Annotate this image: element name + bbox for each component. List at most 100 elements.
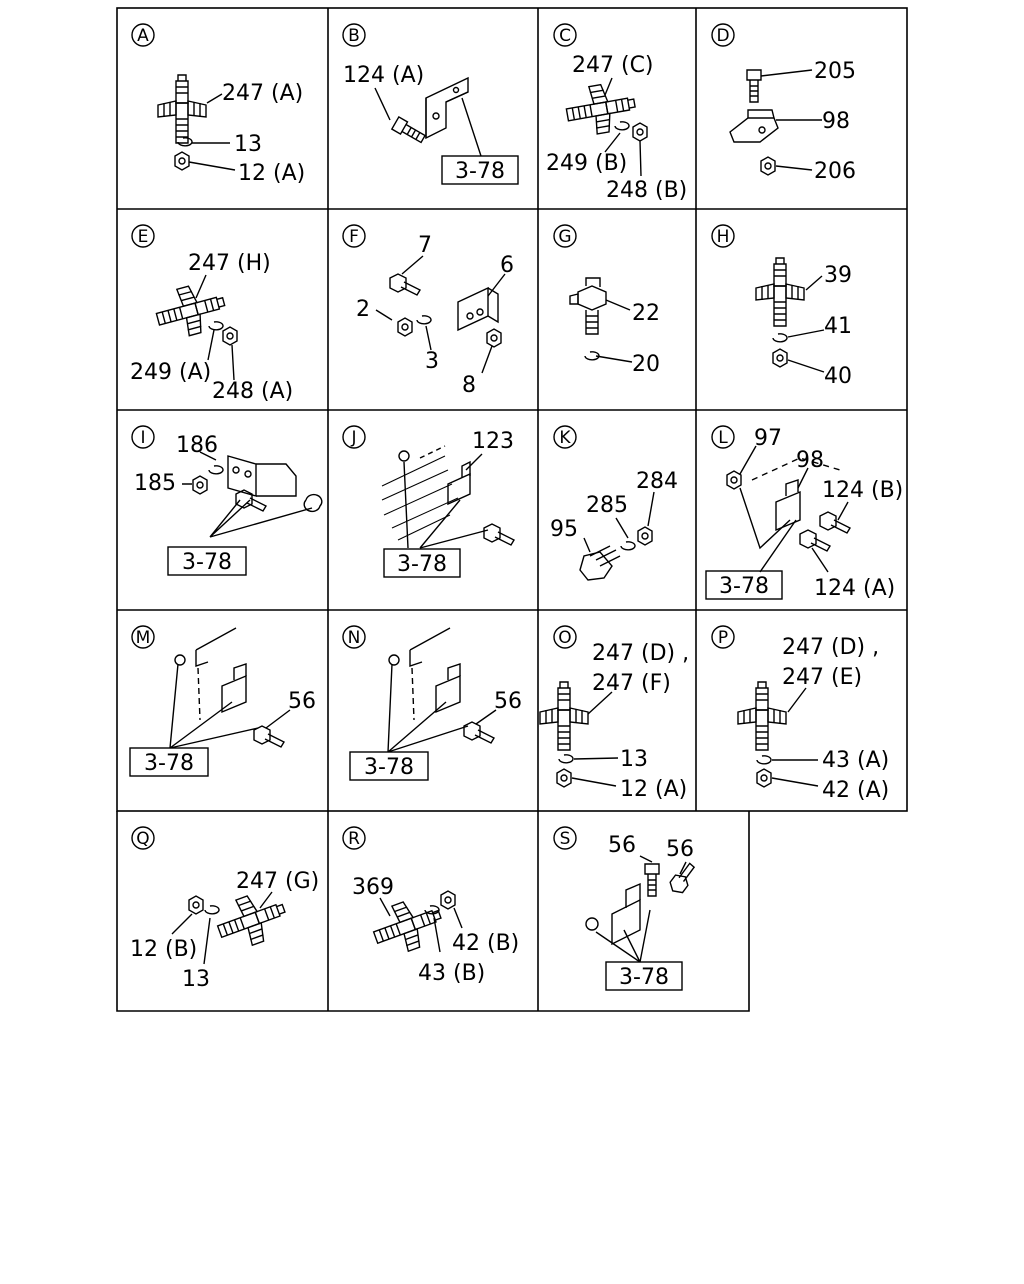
cell-D: 205 98 206 (729, 59, 856, 184)
label-249A: 249 (A) (130, 360, 211, 385)
label-42A: 42 (A) (822, 778, 889, 803)
label-247G: 247 (G) (236, 869, 319, 894)
cell-Q: 247 (G) 12 (B) 13 (130, 869, 319, 992)
label-39: 39 (824, 263, 852, 288)
label-285: 285 (586, 493, 628, 518)
cell-letter-J: J (342, 425, 366, 449)
cell-letter-P: P (711, 625, 735, 649)
label-43A: 43 (A) (822, 748, 889, 773)
label-284: 284 (636, 469, 678, 494)
svg-text:D: D (716, 26, 729, 46)
cell-C: 247 (C) 249 (B) 248 (B) (546, 53, 687, 203)
ref-3-78: 3-78 (719, 574, 769, 599)
cell-E: 247 (H) 249 (A) 248 (A) (130, 251, 293, 404)
label-3: 3 (425, 349, 439, 374)
ref-3-78: 3-78 (397, 552, 447, 577)
svg-text:I: I (140, 428, 145, 448)
label-247A: 247 (A) (222, 81, 303, 106)
cell-R: 369 42 (B) 43 (B) (352, 875, 519, 986)
label-12B: 12 (B) (130, 937, 197, 962)
cell-letter-A: A (131, 23, 155, 47)
label-13: 13 (182, 967, 210, 992)
label-206: 206 (814, 159, 856, 184)
ref-3-78: 3-78 (619, 965, 669, 990)
cell-N: 56 3-78 (349, 627, 522, 781)
label-123: 123 (472, 429, 514, 454)
label-247E: 247 (E) (782, 665, 862, 690)
cell-letter-B: B (342, 23, 366, 47)
cell-letter-N: N (342, 625, 366, 649)
ref-3-78: 3-78 (455, 159, 505, 184)
cell-O: 247 (D) , 247 (F) 13 12 (A) (539, 641, 689, 802)
label-43B: 43 (B) (418, 961, 485, 986)
cell-S: 56 56 3-78 (585, 833, 696, 991)
svg-text:N: N (348, 628, 361, 648)
svg-text:J: J (350, 428, 356, 448)
cell-letter-O: O (553, 625, 577, 649)
label-247C: 247 (C) (572, 53, 654, 78)
svg-text:R: R (348, 829, 360, 849)
cell-L: 97 98 124 (B) 124 (A) 3-78 (705, 426, 903, 601)
cell-letters: A B C D E F G H I J K L M N O P Q R S (131, 23, 735, 850)
label-248B: 248 (B) (606, 178, 687, 203)
svg-text:B: B (348, 26, 360, 46)
svg-text:M: M (136, 628, 151, 648)
svg-text:A: A (137, 26, 149, 46)
label-12A: 12 (A) (238, 161, 305, 186)
cell-F: 7 6 2 3 8 (356, 233, 514, 398)
svg-text:H: H (717, 227, 730, 247)
label-13: 13 (234, 132, 262, 157)
label-56: 56 (288, 689, 316, 714)
label-124A: 124 (A) (814, 576, 895, 601)
label-205: 205 (814, 59, 856, 84)
ref-3-78: 3-78 (182, 550, 232, 575)
cell-letter-S: S (553, 826, 577, 850)
svg-text:G: G (558, 227, 571, 247)
label-98: 98 (796, 448, 824, 473)
cell-letter-E: E (131, 224, 155, 248)
label-22: 22 (632, 301, 660, 326)
label-12A: 12 (A) (620, 777, 687, 802)
cell-letter-Q: Q (131, 826, 155, 850)
label-97: 97 (754, 426, 782, 451)
label-2: 2 (356, 297, 370, 322)
cell-H: 39 41 40 (755, 257, 852, 389)
cell-I: 186 185 3-78 (134, 433, 323, 576)
label-247H: 247 (H) (188, 251, 271, 276)
svg-text:Q: Q (136, 829, 149, 849)
cell-letter-M: M (131, 625, 155, 649)
label-249B: 249 (B) (546, 151, 627, 176)
label-6: 6 (500, 253, 514, 278)
svg-text:K: K (559, 428, 571, 448)
label-41: 41 (824, 314, 852, 339)
cell-letter-C: C (553, 23, 577, 47)
label-8: 8 (462, 373, 476, 398)
label-247D: 247 (D) , (592, 641, 689, 666)
label-7: 7 (418, 233, 432, 258)
label-40: 40 (824, 364, 852, 389)
cell-letter-H: H (711, 224, 735, 248)
svg-text:L: L (718, 428, 728, 448)
svg-text:O: O (558, 628, 571, 648)
label-56: 56 (494, 689, 522, 714)
ref-3-78: 3-78 (144, 751, 194, 776)
cell-letter-L: L (711, 425, 735, 449)
label-248A: 248 (A) (212, 379, 293, 404)
grid-lines (116, 7, 908, 1012)
cell-J: 123 3-78 (381, 429, 515, 578)
label-247F: 247 (F) (592, 671, 671, 696)
label-185: 185 (134, 471, 176, 496)
ref-3-78: 3-78 (364, 755, 414, 780)
cell-letter-G: G (553, 224, 577, 248)
cell-A: 247 (A) 13 12 (A) (157, 74, 305, 186)
label-56: 56 (666, 837, 694, 862)
label-13: 13 (620, 747, 648, 772)
label-56: 56 (608, 833, 636, 858)
label-369: 369 (352, 875, 394, 900)
label-95: 95 (550, 517, 578, 542)
cell-G: 22 20 (569, 277, 660, 377)
cell-K: 284 285 95 (550, 469, 678, 581)
label-186: 186 (176, 433, 218, 458)
svg-text:E: E (138, 227, 149, 247)
